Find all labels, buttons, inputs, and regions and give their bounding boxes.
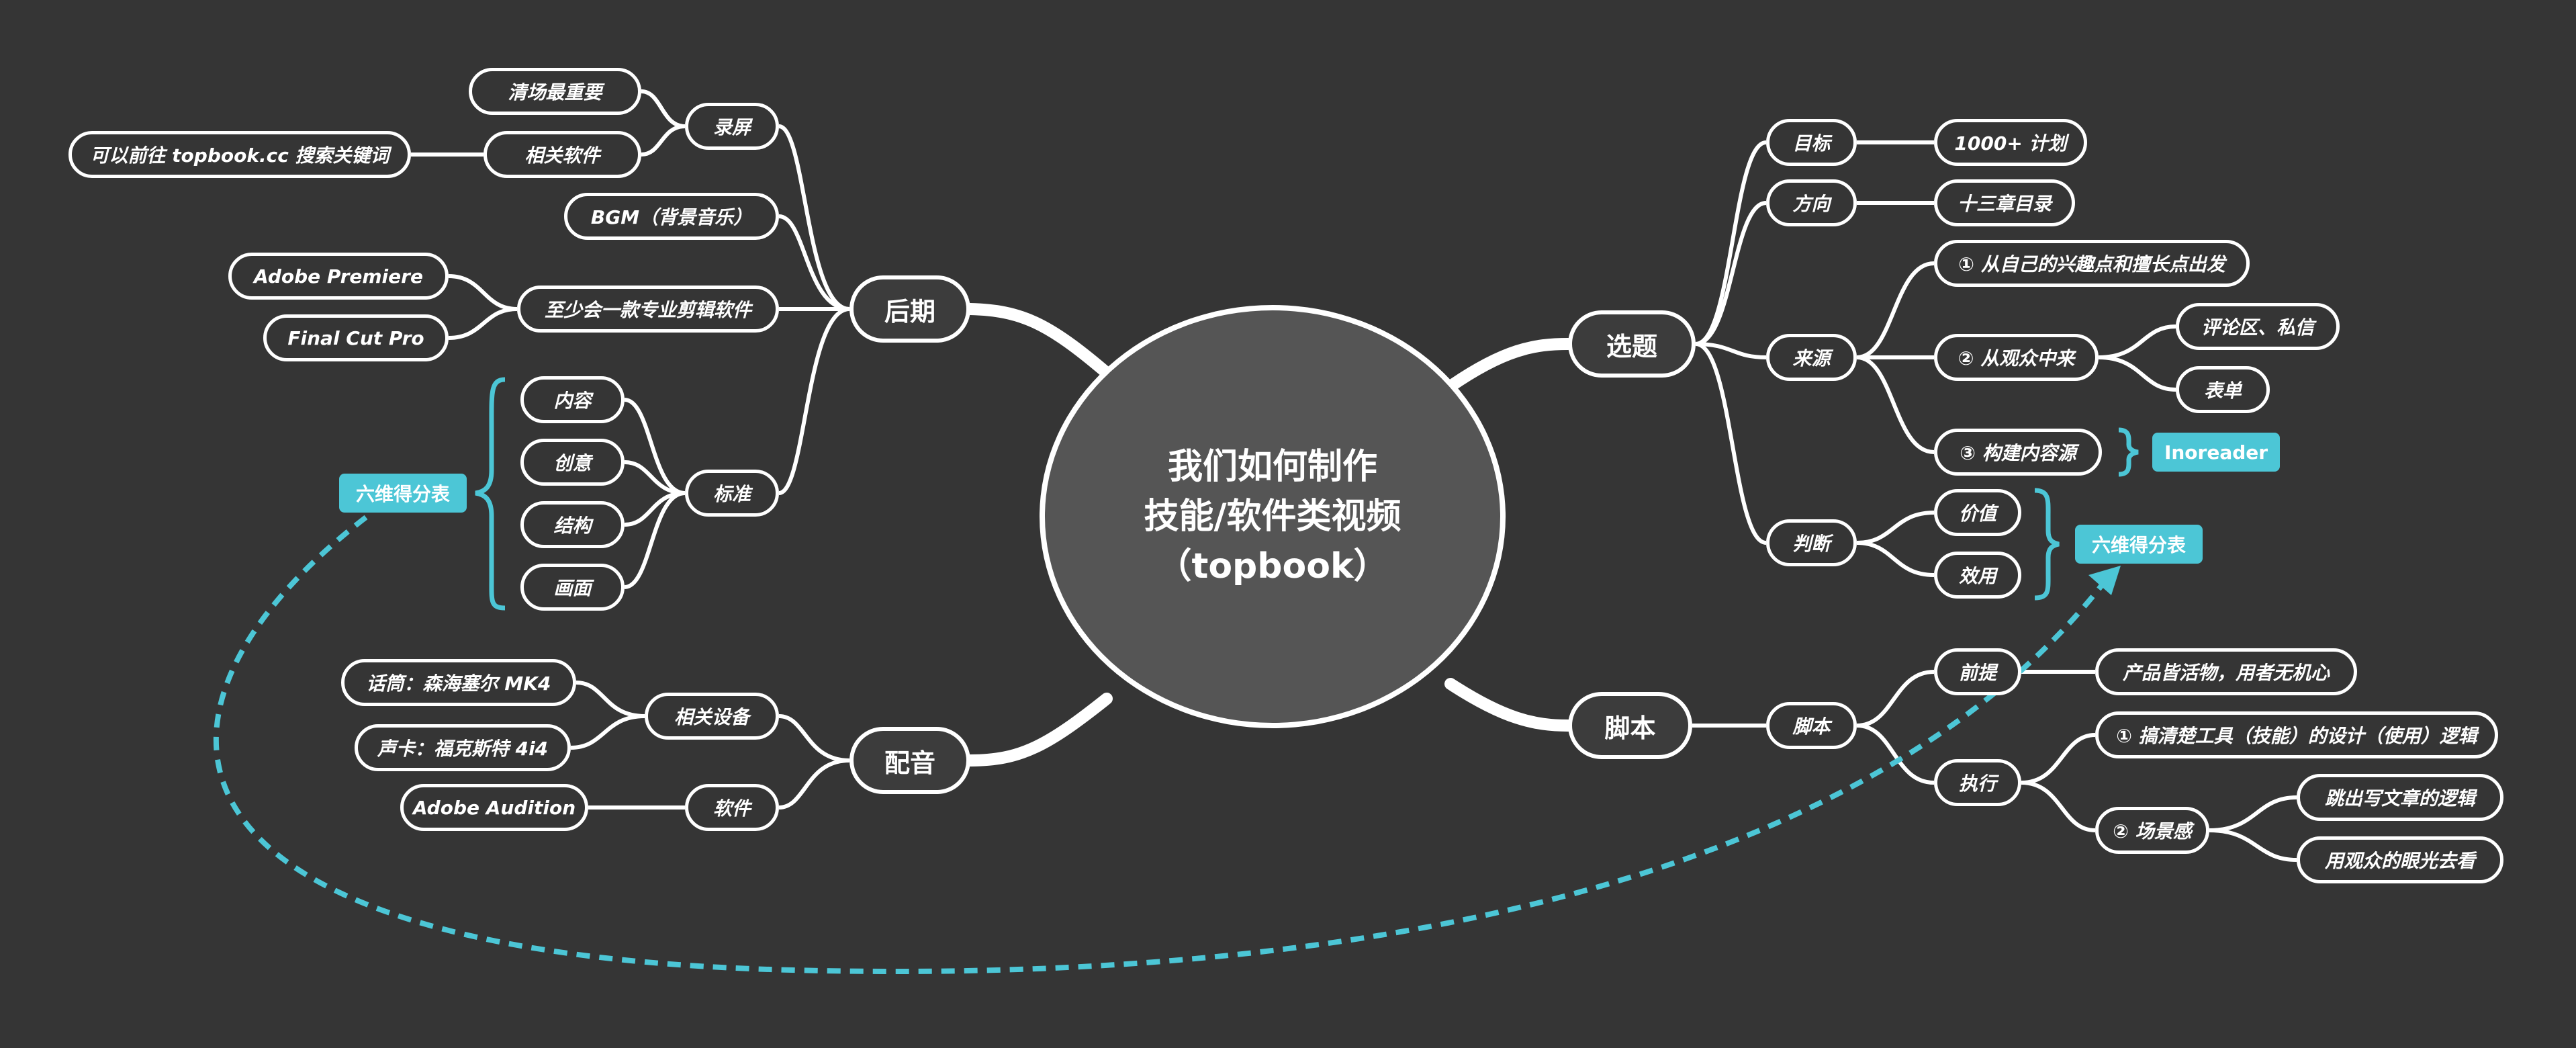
node-source-1[interactable]: ① 从自己的兴趣点和擅长点出发 <box>1934 240 2250 287</box>
node-zhishao-ruanjian[interactable]: 至少会一款专业剪辑软件 <box>517 286 779 333</box>
node-jiazhi[interactable]: 价值 <box>1934 489 2021 536</box>
central-topic-line3: （topbook） <box>1156 546 1389 586</box>
node-form[interactable]: 表单 <box>2176 366 2270 413</box>
central-topic-line2: 技能/软件类视频 <box>1144 496 1401 537</box>
node-soundcard[interactable]: 声卡：福克斯特 4i4 <box>355 724 571 771</box>
node-adobe-audition[interactable]: Adobe Audition <box>400 784 588 831</box>
node-laiyuan[interactable]: 来源 <box>1766 334 1857 381</box>
brace-biaozhun <box>475 377 506 611</box>
node-jiegou[interactable]: 结构 <box>520 501 625 548</box>
trunk-peiyin <box>964 693 1113 767</box>
node-xiaoyong[interactable]: 效用 <box>1934 552 2021 599</box>
node-chuangyi[interactable]: 创意 <box>520 439 625 486</box>
node-zhixing[interactable]: 执行 <box>1934 759 2021 806</box>
node-products-alive[interactable]: 产品皆活物，用者无机心 <box>2095 648 2357 695</box>
node-fangxiang[interactable]: 方向 <box>1766 179 1857 226</box>
brace-inoreader <box>2118 427 2139 477</box>
trunk-jiaoben <box>1444 678 1574 732</box>
dashed-link-score-tables <box>213 515 2111 974</box>
node-qingchang[interactable]: 清场最重要 <box>469 68 641 115</box>
node-xiangguan-shebei[interactable]: 相关设备 <box>645 693 779 740</box>
node-jiaoben-sub[interactable]: 脚本 <box>1766 702 1857 749</box>
trunk-xuanti <box>1444 338 1574 392</box>
node-jump-out[interactable]: 跳出写文章的逻辑 <box>2297 774 2503 821</box>
node-tool-logic[interactable]: ① 搞清楚工具（技能）的设计（使用）逻辑 <box>2095 711 2498 758</box>
tag-score-table-left[interactable]: 六维得分表 <box>339 474 467 513</box>
topic-xuanti[interactable]: 选题 <box>1568 310 1696 378</box>
central-topic[interactable]: 我们如何制作 技能/软件类视频 （topbook） <box>1040 305 1506 728</box>
node-adobe-premiere[interactable]: Adobe Premiere <box>228 253 449 300</box>
node-audience-view[interactable]: 用观众的眼光去看 <box>2297 836 2503 883</box>
node-qianti[interactable]: 前提 <box>1934 648 2021 695</box>
central-topic-line1: 我们如何制作 <box>1167 447 1377 487</box>
topic-houqi[interactable]: 后期 <box>849 275 970 343</box>
node-topbook-search[interactable]: 可以前往 topbook.cc 搜索关键词 <box>68 131 411 178</box>
node-huamian[interactable]: 画面 <box>520 564 625 611</box>
node-1000-plan[interactable]: 1000+ 计划 <box>1934 119 2087 166</box>
arrowhead <box>2088 566 2121 595</box>
node-source-3[interactable]: ③ 构建内容源 <box>1934 429 2102 476</box>
trunk-houqi <box>964 303 1113 379</box>
node-13-chapters[interactable]: 十三章目录 <box>1934 179 2075 226</box>
tag-score-table-right[interactable]: 六维得分表 <box>2075 525 2203 564</box>
node-biaozhun[interactable]: 标准 <box>685 470 779 517</box>
node-mubiao[interactable]: 目标 <box>1766 119 1857 166</box>
tag-inoreader[interactable]: Inoreader <box>2152 433 2280 472</box>
brace-panduan <box>2034 488 2060 601</box>
topic-peiyin[interactable]: 配音 <box>849 727 970 794</box>
node-mic[interactable]: 话筒：森海塞尔 MK4 <box>341 659 576 706</box>
node-source-2[interactable]: ② 从观众中来 <box>1934 334 2099 381</box>
node-scene-sense[interactable]: ② 场景感 <box>2095 807 2209 854</box>
topic-jiaoben[interactable]: 脚本 <box>1568 692 1692 759</box>
node-luping[interactable]: 录屏 <box>685 103 779 150</box>
node-bgm[interactable]: BGM（背景音乐） <box>564 193 779 240</box>
node-neirong[interactable]: 内容 <box>520 376 625 423</box>
node-xiangguan-ruanjian[interactable]: 相关软件 <box>484 131 641 178</box>
node-panduan[interactable]: 判断 <box>1766 519 1857 566</box>
node-final-cut-pro[interactable]: Final Cut Pro <box>263 314 449 361</box>
node-peiyin-ruanjian[interactable]: 软件 <box>685 784 779 831</box>
node-comments[interactable]: 评论区、私信 <box>2176 303 2340 350</box>
